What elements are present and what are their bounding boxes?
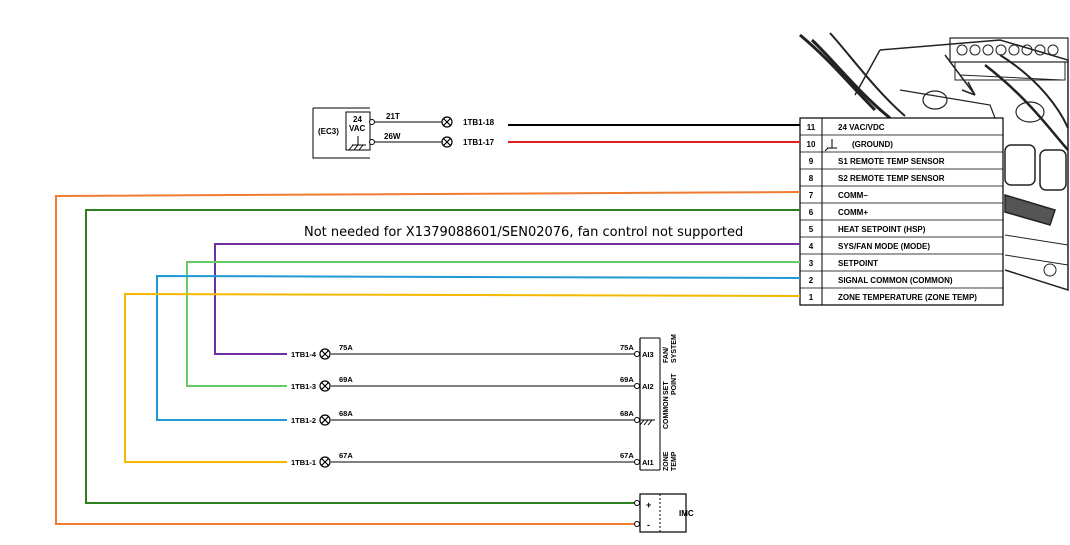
- terminal-number: 2: [809, 276, 814, 285]
- terminal-label: SETPOINT: [838, 259, 878, 268]
- controller-input-label: AI1: [642, 458, 654, 467]
- terminal-number: 10: [807, 140, 816, 149]
- terminal-label: SIGNAL COMMON (COMMON): [838, 276, 953, 285]
- terminal-number: 4: [809, 242, 814, 251]
- wire-sys-fan-mode: [214, 243, 800, 355]
- terminal-label: SYS/FAN MODE (MODE): [838, 242, 930, 251]
- terminal-label: 24 VAC/VDC: [838, 123, 885, 132]
- feed-label-1tb1-18: 1TB1-18: [463, 118, 495, 127]
- wire-comm-plus: [85, 209, 800, 504]
- controller-side-label-2: POINT: [671, 373, 678, 395]
- terminal-number: 11: [807, 123, 816, 132]
- wire-signal-common: [156, 274, 801, 421]
- terminal-number: 1: [809, 293, 814, 302]
- ground-icon: [639, 419, 655, 426]
- controller-input-label: AI2: [642, 382, 654, 391]
- wire-label-21t: 21T: [386, 112, 400, 121]
- field-wire-label-right: 67A: [620, 451, 634, 460]
- ground-icon: [824, 139, 837, 152]
- terminal-label: HEAT SETPOINT (HSP): [838, 225, 926, 234]
- wire-comm-minus: [55, 191, 801, 525]
- wire-zone-temp: [124, 292, 801, 463]
- terminal-number: 5: [809, 225, 814, 234]
- imc-minus: -: [647, 520, 650, 530]
- wire-label-26w: 26W: [384, 132, 401, 141]
- field-terminal-label: 1TB1-4: [291, 350, 317, 359]
- ec3-label: (EC3): [318, 127, 339, 136]
- imc-label: IMC: [679, 509, 694, 518]
- terminal-label: ZONE TEMPERATURE (ZONE TEMP): [838, 293, 977, 302]
- compatibility-note: Not needed for X1379088601/SEN02076, fan…: [304, 225, 743, 240]
- field-terminal-label: 1TB1-1: [291, 458, 316, 467]
- controller-side-label-2: SYSTEM: [671, 334, 678, 363]
- ec3-transformer: (EC3) 24 VAC 21T 26W 1TB1-18 1TB1-17: [312, 107, 495, 159]
- terminal-number: 3: [809, 259, 814, 268]
- terminal-x-icon: [441, 116, 453, 128]
- field-row: 1TB1-2 68A 68A COMMON: [291, 396, 670, 429]
- terminal-label: S1 REMOTE TEMP SENSOR: [838, 157, 945, 166]
- terminal-x-icon: [441, 136, 453, 148]
- imc-plus: +: [646, 500, 651, 510]
- field-wire-label: 67A: [339, 451, 353, 460]
- feed-label-1tb1-17: 1TB1-17: [463, 138, 495, 147]
- terminal-x-icon: [319, 380, 331, 392]
- terminal-label: COMM+: [838, 208, 868, 217]
- terminal-screws-row: [956, 44, 1059, 56]
- field-wire-label-right: 69A: [620, 375, 634, 384]
- terminal-number: 8: [809, 174, 814, 183]
- controller-side-label: COMMON: [663, 396, 670, 429]
- controller-input-block: [639, 337, 661, 471]
- terminal-number: 6: [809, 208, 814, 217]
- terminal-x-icon: [319, 414, 331, 426]
- field-terminal-label: 1TB1-3: [291, 382, 316, 391]
- controller-side-label: FAN/: [663, 347, 670, 363]
- terminal-label: COMM–: [838, 191, 868, 200]
- controller-side-label: ZONE: [663, 451, 670, 471]
- field-wire-label: 68A: [339, 409, 353, 418]
- field-wire-label-right: 68A: [620, 409, 634, 418]
- field-wire-label-right: 75A: [620, 343, 634, 352]
- wire-setpoint: [186, 261, 800, 387]
- controller-side-label: SET: [663, 381, 670, 395]
- terminal-label: (GROUND): [852, 140, 893, 149]
- field-terminal-label: 1TB1-2: [291, 416, 316, 425]
- terminal-label: S2 REMOTE TEMP SENSOR: [838, 174, 945, 183]
- thermostat-device-picture: [799, 32, 1069, 292]
- terminal-x-icon: [319, 456, 331, 468]
- ec3-voltage-top: 24: [353, 115, 362, 124]
- thermostat-terminal-block: 11 24 VAC/VDC 10 (GROUND) 9 S1 REMOTE TEMP SE…: [799, 117, 1004, 306]
- terminal-x-icon: [319, 348, 331, 360]
- field-wire-label: 75A: [339, 343, 353, 352]
- field-wire-label: 69A: [339, 375, 353, 384]
- ec3-voltage-bottom: VAC: [349, 124, 366, 133]
- ec3-ground-icon: [348, 136, 366, 151]
- terminal-number: 7: [809, 191, 814, 200]
- controller-input-label: AI3: [642, 350, 654, 359]
- field-terminal-rows: 1TB1-4 75A 75A AI3 FAN/SYSTEM 1TB1-3 69A 69A AI2…: [291, 334, 678, 471]
- wires: [55, 124, 801, 525]
- imc-block: + - IMC: [634, 493, 694, 533]
- controller-side-label-2: TEMP: [671, 451, 678, 471]
- terminal-number: 9: [809, 157, 814, 166]
- field-row: 1TB1-4 75A 75A AI3 FAN/SYSTEM: [291, 334, 678, 363]
